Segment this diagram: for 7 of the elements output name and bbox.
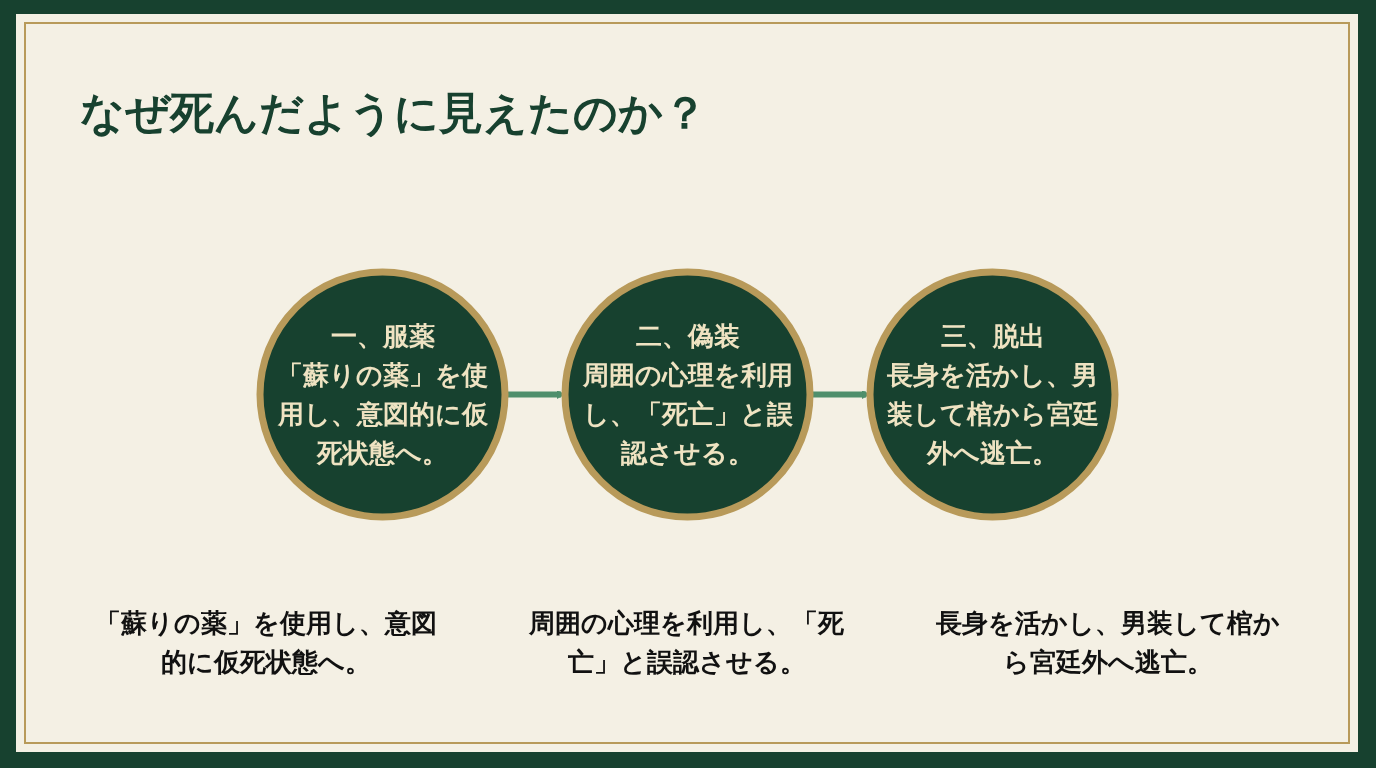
node-circle: 一、服薬 「蘇りの薬」を使用し、意図的に仮死状態へ。 <box>256 268 508 520</box>
step-caption: 長身を活かし、男装して棺から宮廷外へ逃亡。 <box>934 607 1281 679</box>
step-caption: 周囲の心理を利用し、「死亡」と誤認させる。 <box>528 607 846 679</box>
node-circle: 二、偽装 周囲の心理を利用し、「死亡」と誤認させる。 <box>561 268 813 520</box>
step-caption: 「蘇りの薬」を使用し、意図的に仮死状態へ。 <box>94 607 439 679</box>
title: なぜ死んだように見えたのか？ <box>80 86 707 140</box>
node-circle: 三、脱出 長身を活かし、男装して棺から宮廷外へ逃亡。 <box>866 268 1118 520</box>
